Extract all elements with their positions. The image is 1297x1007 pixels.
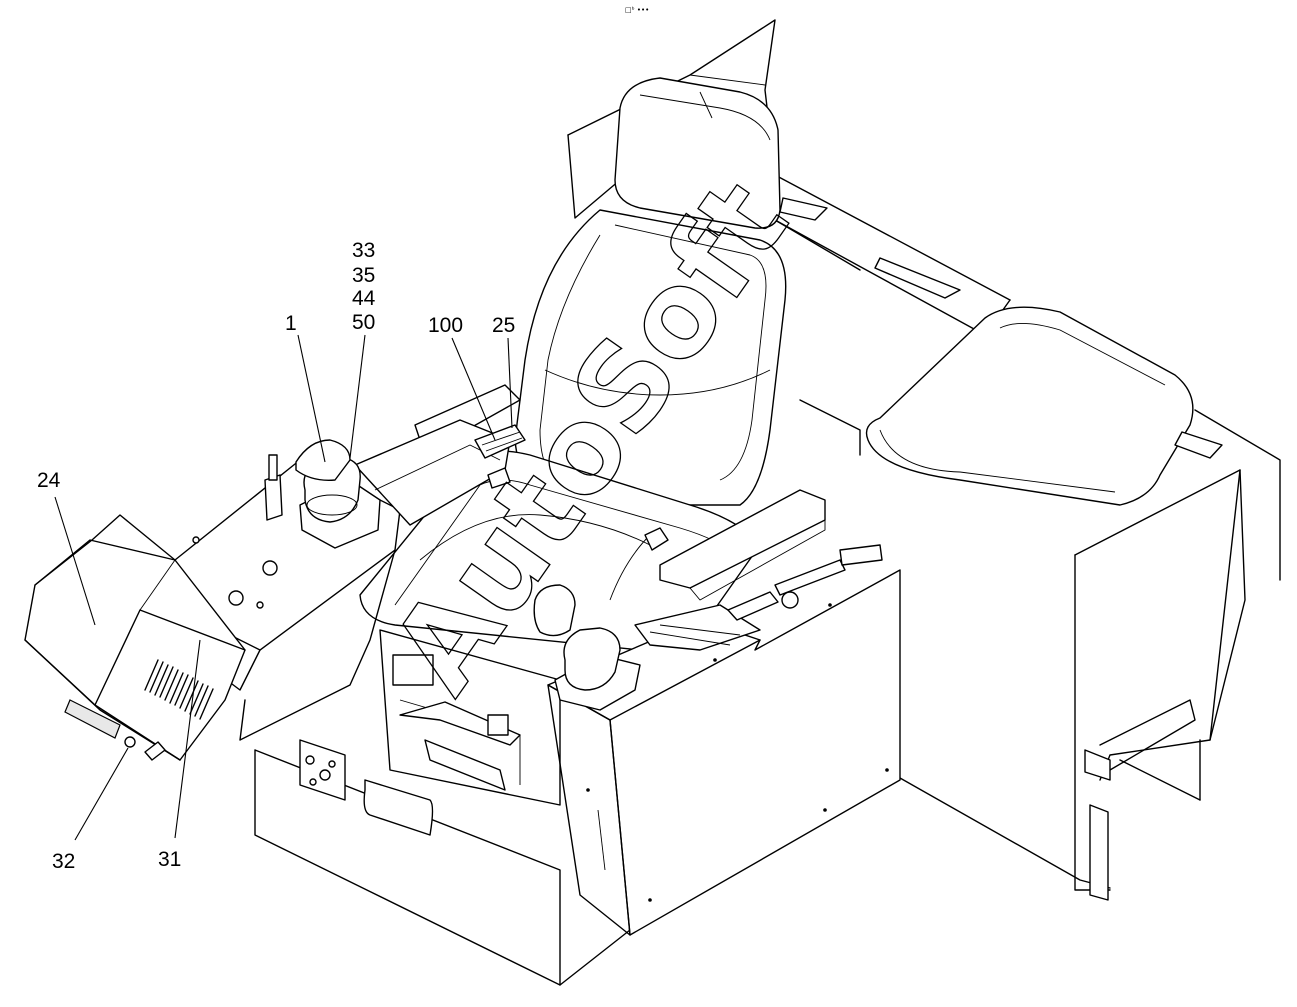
header-mark: □ᵇ ••• [625,6,649,14]
callouts: 1 33 35 44 50 100 25 24 32 31 [37,239,515,873]
switch-panel [474,424,526,489]
vent-grille [144,659,214,720]
callout-24: 24 [37,469,61,492]
right-console [799,306,1281,901]
callout-25: 25 [492,314,515,337]
screw-dots [586,603,889,902]
callout-44: 44 [352,287,376,310]
callout-33: 33 [352,239,375,262]
callout-35: 35 [352,264,375,287]
callout-31: 31 [158,848,181,871]
base-box [254,739,631,986]
callout-100: 100 [428,314,463,337]
callout-50: 50 [352,311,375,334]
callout-1: 1 [285,312,297,335]
left-console [174,419,511,741]
operator-seat [359,77,826,806]
leader-lines [54,334,513,841]
right-control-tower [533,527,901,936]
callout-32: 32 [52,850,75,873]
